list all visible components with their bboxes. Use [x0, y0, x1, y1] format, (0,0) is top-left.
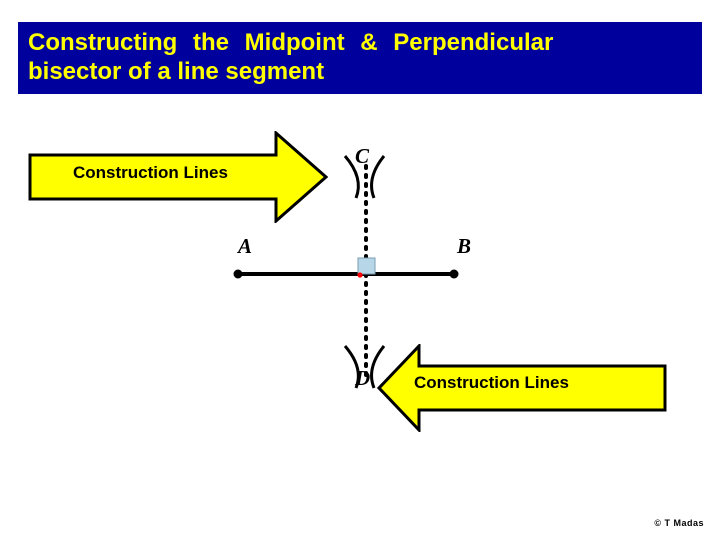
page-title-line-2: bisector of a line segment [28, 58, 325, 85]
arc-bottom-right [370, 345, 386, 389]
title-banner: Constructing the Midpoint & Perpendicula… [18, 22, 702, 94]
label-point-B: B [457, 234, 472, 258]
label-point-D: D [355, 366, 371, 390]
arc-top-left [343, 155, 360, 199]
callout-construction-lines-left: Construction Lines [28, 131, 328, 223]
page-title-line-1: Constructing the Midpoint & Perpendicula… [28, 29, 554, 56]
copyright-credit: © T Madas [654, 518, 704, 528]
label-point-C: C [355, 144, 370, 168]
label-point-A: A [238, 234, 253, 258]
midpoint-marker [357, 272, 363, 278]
point-B-dot [449, 269, 459, 279]
geometry-drawing [233, 155, 459, 389]
callout-right-label: Construction Lines [414, 373, 569, 392]
arc-top-right [370, 155, 386, 199]
arc-bottom-left [343, 345, 360, 389]
callout-left-label: Construction Lines [73, 163, 228, 182]
construction-diagram: A B C D Construction Lines Construction … [0, 94, 720, 540]
callout-construction-lines-right: Construction Lines [377, 344, 667, 432]
arrow-shape-left [377, 344, 667, 432]
arrow-shape-right [28, 131, 328, 223]
point-A-dot [233, 269, 243, 279]
right-angle-box [357, 257, 376, 275]
